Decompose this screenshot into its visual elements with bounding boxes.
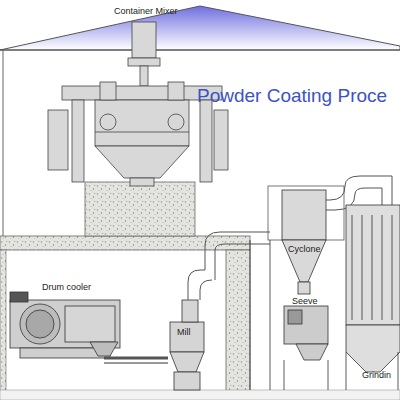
part-label: Container Mixer [114,6,178,17]
title: Powder Coating Proce [197,85,387,107]
pedestal [85,182,195,236]
column [226,250,250,400]
part-label: Drum cooler [42,282,91,293]
part-label: Mill [177,327,191,338]
mill [170,300,204,390]
part-label: Cyclone [288,244,321,255]
part-label: Grindin [362,370,391,381]
floor-slab [0,236,250,250]
filter-unit [346,205,400,390]
drum-cooler [10,292,168,363]
sieve [284,306,328,390]
roof [0,6,400,50]
part-label: Seeve [292,296,318,307]
